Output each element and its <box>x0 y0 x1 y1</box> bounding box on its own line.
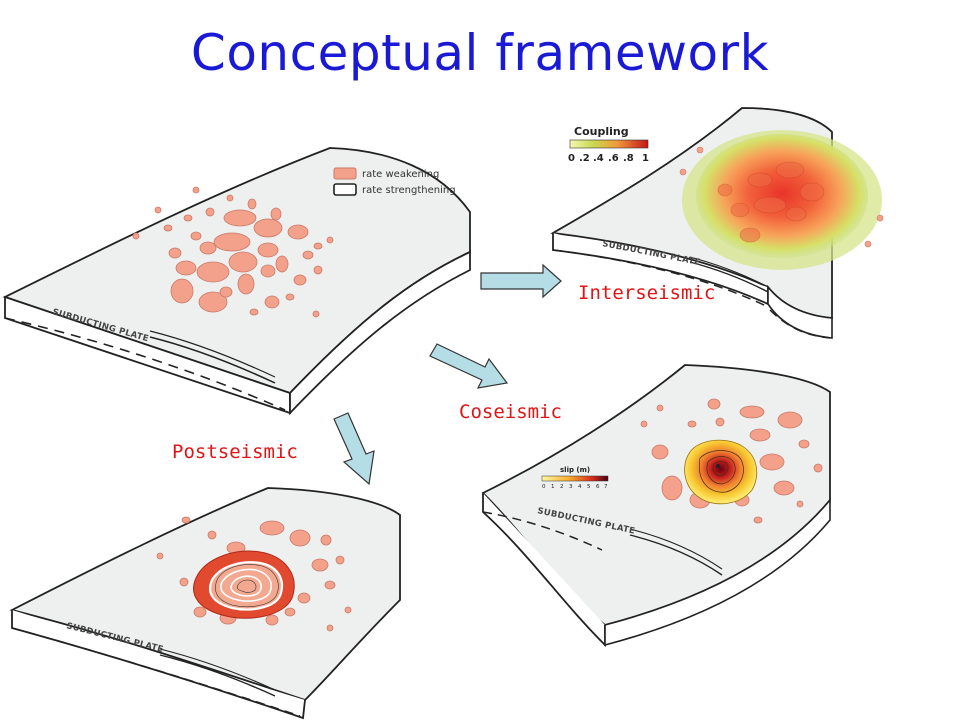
main-slab: SUBDUCTING PLATE <box>2 147 471 416</box>
arrow-to-postseismic <box>333 412 375 486</box>
coupling-scale-title: Coupling <box>574 125 629 138</box>
postseismic-slab: SUBDUCTING PLATE <box>9 487 401 720</box>
coupling-scale: Coupling 0 .2 .4 .6 .8 1 <box>568 125 649 164</box>
legend-swatch-weakening <box>333 167 357 180</box>
coupling-field <box>696 134 868 258</box>
main-asperities <box>132 186 334 318</box>
slip-tick: 3 <box>569 484 573 490</box>
slip-scale: slip (m) 0 1 2 3 4 5 6 7 <box>541 466 609 490</box>
slip-tick: 7 <box>604 484 608 490</box>
coupling-tick: .6 <box>608 153 619 164</box>
stage-label-interseismic: Interseismic <box>578 282 716 304</box>
stage-label-coseismic: Coseismic <box>459 401 562 423</box>
slip-patch <box>684 439 758 505</box>
coupling-tick: 1 <box>642 153 649 164</box>
legend-swatch-strengthening <box>333 183 357 196</box>
slip-tick: 0 <box>542 484 546 490</box>
slip-tick: 6 <box>596 484 600 490</box>
arrows <box>333 263 562 486</box>
coseismic-slab: SUBDUCTING PLATE <box>481 364 831 648</box>
arrow-to-coseismic <box>429 343 509 389</box>
slip-colorbar <box>541 475 609 482</box>
slip-scale-title: slip (m) <box>560 466 590 474</box>
main-slab-side <box>289 250 471 416</box>
page-title: Conceptual framework <box>190 24 770 82</box>
coupling-tick: 0 <box>568 153 575 164</box>
legend: rate weakening rate strengthening <box>333 167 456 196</box>
slip-tick: 4 <box>578 484 582 490</box>
coupling-tick: .4 <box>593 153 604 164</box>
legend-label-strengthening: rate strengthening <box>362 185 456 196</box>
legend-label-weakening: rate weakening <box>362 169 439 180</box>
slip-tick: 2 <box>560 484 564 490</box>
coupling-tick: .8 <box>623 153 634 164</box>
interseismic-slab: SUBDUCTING PLATE Coupling 0 .2 .4 .6 <box>550 107 884 339</box>
arrow-to-interseismic <box>480 263 562 299</box>
coupling-colorbar <box>569 139 649 149</box>
slip-tick: 5 <box>587 484 591 490</box>
slip-tick: 1 <box>551 484 555 490</box>
stage-label-postseismic: Postseismic <box>172 441 298 463</box>
coupling-tick: .2 <box>579 153 590 164</box>
